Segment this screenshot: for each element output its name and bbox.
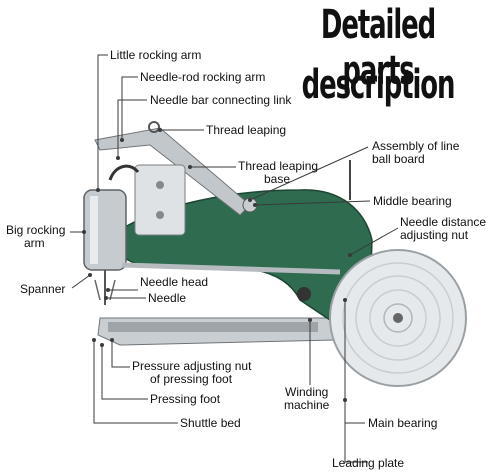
label-thread-leaping-base-1: Thread leaping bbox=[238, 159, 319, 173]
label-winding-machine: Winding machine bbox=[284, 386, 329, 412]
label-big-rocking-arm-2: arm bbox=[24, 236, 45, 250]
big-rocking-arm-rod bbox=[108, 164, 140, 181]
label-pressing-foot: Pressing foot bbox=[150, 392, 221, 406]
spanner-rod bbox=[121, 262, 341, 275]
shuttle-bed-bar bbox=[108, 322, 318, 332]
label-thread-leaping-base: Thread leaping base bbox=[238, 160, 318, 186]
label-needle-distance-1: Needle distance bbox=[400, 215, 487, 229]
main-bearing-hub bbox=[393, 313, 403, 323]
thread-leaping-base-plate bbox=[134, 164, 186, 236]
label-needle-distance-adjusting-nut: Needle distance adjusting nut bbox=[400, 216, 486, 242]
label-little-rocking-arm: Little rocking arm bbox=[110, 48, 202, 62]
label-leading-plate: Leading plate bbox=[332, 456, 405, 470]
page-title-line-2: description bbox=[301, 62, 456, 108]
label-thread-leaping: Thread leaping bbox=[206, 123, 287, 137]
thread-leaping-knob bbox=[148, 121, 160, 133]
label-main-bearing: Main bearing bbox=[368, 416, 438, 430]
label-needle-head: Needle head bbox=[140, 275, 209, 289]
label-winding-machine-2: machine bbox=[284, 398, 330, 412]
label-assembly-line-ball-board: Assembly of line ball board bbox=[372, 140, 459, 166]
label-pressure-adjusting-1: Pressure adjusting nut bbox=[132, 359, 252, 373]
label-needle-rod-rocking-arm: Needle-rod rocking arm bbox=[140, 70, 266, 84]
label-pressure-adjusting-2: of pressing foot bbox=[150, 372, 233, 386]
label-big-rocking-arm: Big rocking arm bbox=[6, 224, 65, 250]
page-title-line-1: Detailed parts bbox=[320, 2, 436, 94]
label-needle: Needle bbox=[148, 291, 187, 305]
label-big-rocking-arm-1: Big rocking bbox=[6, 223, 66, 237]
label-needle-distance-2: adjusting nut bbox=[400, 228, 469, 242]
label-needle-bar-connecting-link: Needle bar connecting link bbox=[150, 93, 292, 107]
label-assembly-line-2: ball board bbox=[372, 152, 425, 166]
leader-lines bbox=[70, 54, 399, 463]
label-pressure-adjusting-nut: Pressure adjusting nut of pressing foot bbox=[132, 360, 251, 386]
label-shuttle-bed: Shuttle bed bbox=[180, 416, 241, 430]
label-thread-leaping-base-2: base bbox=[264, 172, 291, 186]
label-assembly-line-1: Assembly of line bbox=[372, 139, 460, 153]
label-winding-machine-1: Winding bbox=[285, 385, 329, 399]
label-middle-bearing: Middle bearing bbox=[373, 194, 452, 208]
label-spanner: Spanner bbox=[20, 282, 66, 296]
